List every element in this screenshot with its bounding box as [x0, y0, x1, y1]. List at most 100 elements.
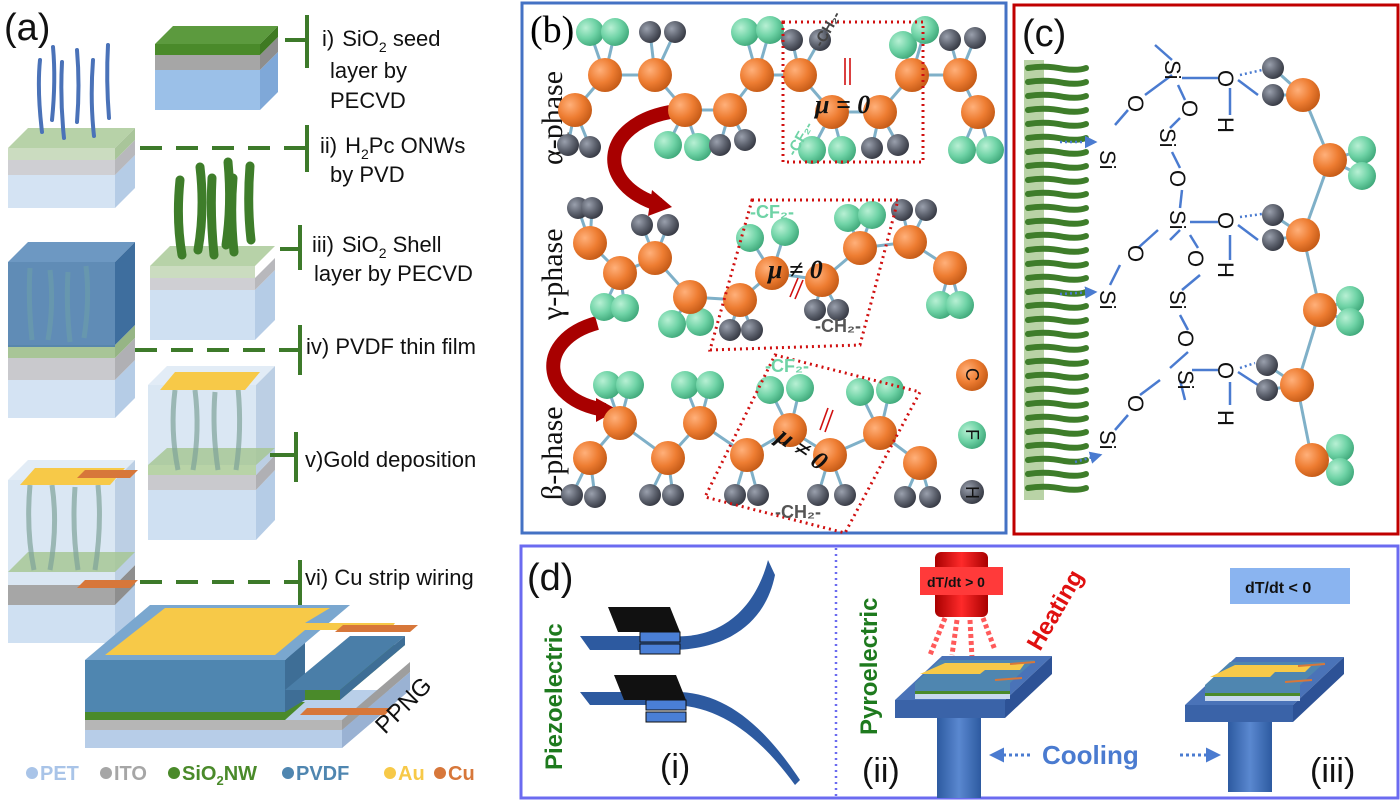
carbon-atom — [683, 406, 717, 440]
legend-pvdf: PVDF — [296, 763, 349, 785]
heat-rays — [927, 617, 998, 659]
fluorine-atom — [858, 201, 886, 229]
panel-a-label: (a) — [4, 7, 50, 49]
hydrogen-atom — [639, 484, 661, 506]
hydrogen-atom — [664, 21, 686, 43]
alpha-to-gamma-arrow — [607, 105, 672, 212]
legend-dot-pet — [26, 767, 38, 779]
si-atom: Si — [1165, 290, 1190, 310]
gamma-phase-label: γ-phase — [536, 228, 569, 321]
cooling-rate-box — [1230, 568, 1350, 604]
fluorine-atom — [576, 18, 604, 46]
hydrogen-atom — [781, 29, 803, 51]
sublabel-ii: (ii) — [862, 752, 900, 790]
cooling-rate-label: dT/dt < 0 — [1245, 580, 1311, 597]
hydrogen-atom — [915, 199, 937, 221]
fluorine-atom — [654, 131, 682, 159]
hydrogen-atom — [1262, 57, 1284, 79]
fluorine-atom — [976, 136, 1004, 164]
carbon-atom — [1286, 78, 1320, 112]
step-labels: i)SiO2 seed layer by PECVD ii)H2Pc ONWs … — [305, 26, 476, 590]
fluorine-atom — [1326, 434, 1354, 462]
cooling-indicator: Cooling — [989, 740, 1221, 770]
fluorine-atom — [1326, 458, 1354, 486]
carbon-atom — [603, 256, 637, 290]
carbon-atom — [1313, 143, 1347, 177]
fluorine-atom — [684, 133, 712, 161]
nanowire — [1025, 371, 1089, 381]
carbon-atom — [730, 438, 764, 472]
panel-d: (d) Piezoelectric Pyroelectric (i) dT/dt… — [519, 544, 1400, 800]
fluorine-atom — [1336, 286, 1364, 314]
step-1-line3: PECVD — [330, 88, 406, 113]
dipole-arrows — [789, 58, 851, 433]
legend-dot-sio2nw — [168, 767, 180, 779]
panel-c: (c) Si — [1012, 3, 1400, 536]
carbon-atom — [1286, 218, 1320, 252]
stack-shell-layer — [150, 157, 275, 340]
alpha-ch2-label: -CH₂- — [811, 8, 845, 50]
nanowire — [1025, 245, 1089, 255]
si-atom: Si — [1165, 210, 1190, 230]
gamma-unit-cell-box — [708, 198, 900, 352]
si-atom: Si — [1095, 290, 1120, 310]
hydrogen-atom — [1262, 204, 1284, 226]
panel-a: (a) — [4, 7, 476, 788]
carbon-atom — [723, 283, 757, 317]
material-legend: PET ITO SiO2NW PVDF Au Cu — [26, 763, 475, 788]
carbon-atom — [673, 280, 707, 314]
hydrogen-atom — [919, 486, 941, 508]
fluorine-atom — [846, 378, 874, 406]
carbon-atom — [740, 58, 774, 92]
panel-b-border — [520, 1, 1008, 535]
o-atom: O — [1213, 70, 1238, 87]
step-connectors — [135, 15, 309, 605]
hydrogen-atom — [557, 134, 579, 156]
fluorine-atom — [736, 224, 764, 252]
hydrogen-atom — [581, 197, 603, 219]
step-1-line2: layer by — [330, 58, 407, 83]
nanowire — [1025, 105, 1089, 115]
stack-nanowire-growth — [8, 43, 135, 208]
heating-label: Heating — [1022, 565, 1089, 655]
step-4-label: iv) PVDF thin film — [306, 334, 476, 359]
carbon-atom — [558, 93, 592, 127]
legend-dot-au — [384, 767, 396, 779]
nanowire — [1025, 413, 1089, 423]
nanowire — [1025, 231, 1089, 241]
sublabel-i: (i) — [660, 748, 690, 786]
hydrogen-atom — [724, 484, 746, 506]
gamma-to-beta-arrow — [546, 316, 607, 417]
carbon-atom — [783, 58, 817, 92]
nanowire — [1025, 315, 1089, 325]
nanowire — [1025, 161, 1089, 171]
si-atom: Si — [1173, 370, 1198, 390]
nanowire — [1025, 385, 1089, 395]
fluorine-atom — [731, 18, 759, 46]
fluorine-atom — [1348, 162, 1376, 190]
stack-pvdf-film — [8, 242, 135, 418]
legend-dot-cu — [434, 767, 446, 779]
carbon-atom — [1280, 368, 1314, 402]
carbon-atom — [573, 226, 607, 260]
carbon-atom — [651, 441, 685, 475]
fluorine-atom — [911, 16, 939, 44]
carbon-atom — [863, 416, 897, 450]
siloxane-bonds — [1108, 44, 1259, 431]
fluorine-atom — [946, 291, 974, 319]
hydrogen-atom — [827, 299, 849, 321]
fluorine-atom — [616, 371, 644, 399]
piezo-bending-up — [580, 560, 775, 655]
gamma-ch2-label: -CH₂- — [815, 316, 861, 336]
hydrogen-atom — [894, 486, 916, 508]
piezo-bending-down — [580, 675, 800, 785]
o-atom: O — [1213, 212, 1238, 229]
legend-sio2nw: SiO2NW — [182, 763, 257, 788]
carbon-atom — [773, 413, 807, 447]
hydrogen-atom — [887, 134, 909, 156]
carbon-atom — [893, 225, 927, 259]
stack-seed-layer — [155, 26, 278, 110]
fluorine-atom — [686, 308, 714, 336]
fluorine-atom — [948, 136, 976, 164]
fluorine-atom — [834, 204, 862, 232]
